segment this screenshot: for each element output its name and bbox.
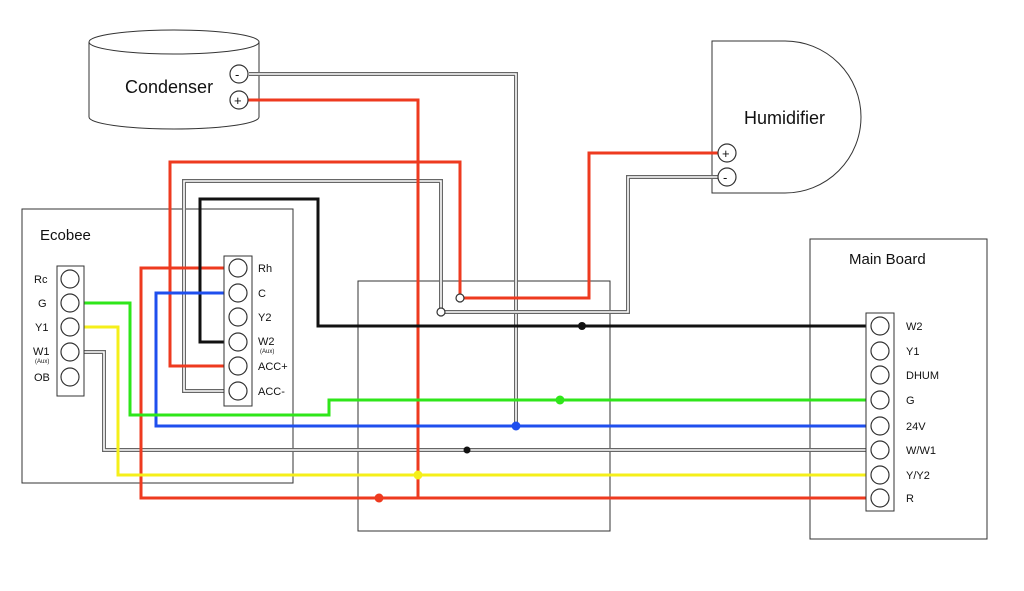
humidifier-pos-label: + — [722, 146, 730, 161]
condenser-neg-label: - — [235, 67, 239, 82]
main-board-terminal-w2 — [870, 316, 890, 336]
ecobee-terminal-w2 — [228, 332, 248, 352]
humidifier-terminal-neg — [717, 167, 737, 187]
junction-dot-blue — [511, 421, 521, 431]
condenser-body — [88, 42, 260, 130]
main-board-label-w2: W2 — [906, 321, 923, 333]
ecobee-terminal-ob — [60, 367, 80, 387]
ecobee-label-acc-neg: ACC- — [258, 386, 285, 398]
ecobee-label-c: C — [258, 288, 266, 300]
ecobee-right-strip — [223, 255, 253, 407]
junction-node-acc-pos — [455, 293, 465, 303]
main-board-terminal-24v — [870, 416, 890, 436]
junction-dot-yellow — [413, 470, 423, 480]
wire-green-g — [70, 301, 880, 417]
condenser-top — [88, 29, 260, 55]
junction-dot-gray — [463, 446, 471, 454]
ecobee-terminal-rc — [60, 269, 80, 289]
main-board-label-24v: 24V — [906, 421, 926, 433]
main-board-label-y-y2: Y/Y2 — [906, 470, 930, 482]
main-board-label-y1: Y1 — [906, 346, 919, 358]
condenser: Condenser — [88, 29, 260, 130]
humidifier-terminal-pos — [717, 143, 737, 163]
ecobee-title: Ecobee — [40, 227, 91, 244]
main-board-label-w-w1: W/W1 — [906, 445, 936, 457]
humidifier-neg-label: - — [723, 170, 727, 185]
main-board-label-r: R — [906, 493, 914, 505]
ecobee-label-w2-aux: (Aux) — [260, 349, 274, 355]
wire-red-humidifier-pos — [460, 151, 727, 300]
ecobee-terminal-y1 — [60, 317, 80, 337]
ecobee-label-acc-pos: ACC+ — [258, 361, 288, 373]
humidifier-body — [711, 40, 862, 194]
ecobee-label-rh: Rh — [258, 263, 272, 275]
junction-dot-black — [578, 322, 586, 330]
ecobee-label-rc: Rc — [34, 274, 48, 286]
ecobee-label-y2: Y2 — [258, 312, 271, 324]
ecobee-terminal-c — [228, 283, 248, 303]
ecobee-label-w1-aux: (Aux) — [35, 359, 49, 365]
main-board-title: Main Board — [849, 251, 926, 268]
junction-box — [357, 280, 611, 532]
main-board-terminal-dhum — [870, 365, 890, 385]
ecobee-terminal-w1 — [60, 342, 80, 362]
ecobee-label-w2: W2 — [258, 336, 275, 348]
condenser-title: Condenser — [125, 77, 213, 97]
wire-red-acc-pos — [168, 160, 462, 368]
ecobee-terminal-acc-neg — [228, 381, 248, 401]
ecobee-label-w1: W1 — [33, 346, 50, 358]
ecobee-terminal-acc-pos — [228, 356, 248, 376]
wire-red-condenser — [239, 98, 420, 498]
ecobee-terminal-y2 — [228, 307, 248, 327]
ecobee-terminal-rh — [228, 258, 248, 278]
condenser-pos-label: + — [234, 93, 242, 108]
ecobee-label-y1: Y1 — [35, 322, 48, 334]
main-board-terminal-y-y2 — [870, 465, 890, 485]
main-board-box — [809, 238, 988, 540]
condenser-terminal-pos — [229, 90, 249, 110]
main-board-terminal-r — [870, 488, 890, 508]
main-board-label-dhum: DHUM — [906, 370, 939, 382]
junction-node-acc-neg — [436, 307, 446, 317]
gray-wires — [70, 72, 880, 452]
main-board-label-g: G — [906, 395, 915, 407]
wire-red-rh — [139, 266, 880, 500]
main-board-terminal-w-w1 — [870, 440, 890, 460]
ecobee-label-g: G — [38, 298, 47, 310]
junction-dot-green — [555, 395, 565, 405]
main-board-terminal-y1 — [870, 341, 890, 361]
junction-dot-red — [374, 493, 384, 503]
humidifier: Humidifier — [711, 40, 862, 194]
ecobee-label-ob: OB — [34, 372, 50, 384]
humidifier-title: Humidifier — [744, 108, 825, 128]
wire-black-w2 — [198, 197, 880, 344]
ecobee-terminal-g — [60, 293, 80, 313]
main-board-terminal-g — [870, 390, 890, 410]
wire-yellow-y1 — [70, 325, 880, 477]
condenser-terminal-neg — [229, 64, 249, 84]
